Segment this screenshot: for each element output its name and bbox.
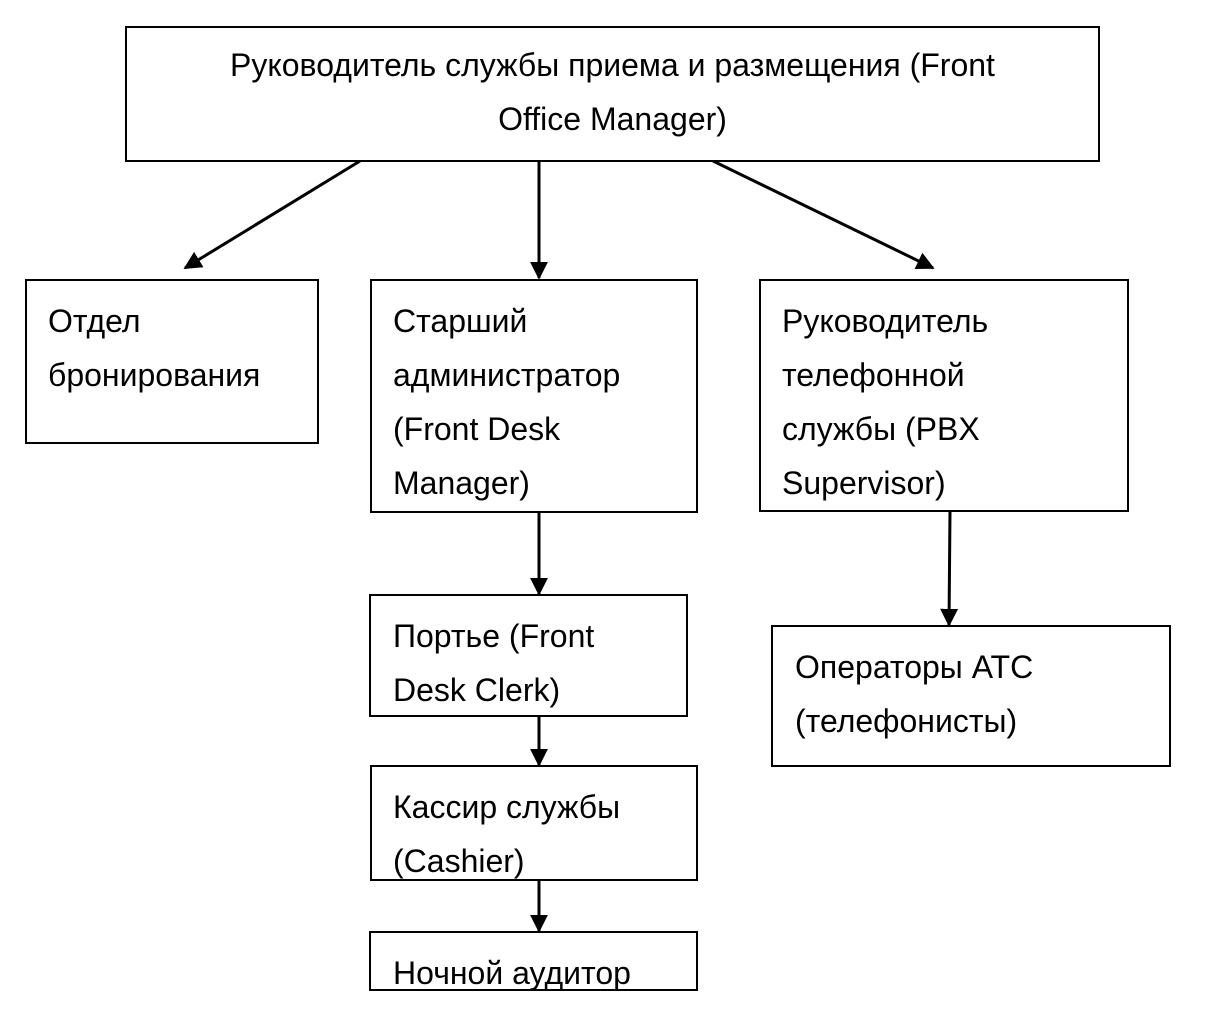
node-front-desk-clerk-label: Портье (Front Desk Clerk) [393,618,595,708]
node-reservations-department: Отдел бронирования [25,279,319,444]
arrow-manager-to-reservations [183,159,361,270]
node-night-auditor: Ночной аудитор [369,931,698,991]
node-front-office-manager: Руководитель службы приема и размещения … [125,26,1100,162]
node-front-desk-clerk: Портье (Front Desk Clerk) [369,594,688,717]
node-night-auditor-label: Ночной аудитор [393,955,631,991]
node-reservations-department-label: Отдел бронирования [48,303,261,393]
node-pbx-supervisor-label: Руководитель телефонной службы (PBX Supe… [782,303,989,501]
arrow-manager-to-pbx-supervisor [712,159,935,270]
node-telephone-operators: Операторы АТС (телефонисты) [771,625,1171,767]
node-telephone-operators-label: Операторы АТС (телефонисты) [795,649,1034,739]
node-front-office-manager-label: Руководитель службы приема и размещения … [230,47,995,137]
node-cashier-label: Кассир службы (Cashier) [393,789,621,879]
node-front-desk-manager: Старший администратор (Front Desk Manage… [370,279,698,513]
arrow-pbx-supervisor-to-operators [940,510,959,627]
node-pbx-supervisor: Руководитель телефонной службы (PBX Supe… [759,279,1129,512]
node-cashier: Кассир службы (Cashier) [370,765,698,881]
node-front-desk-manager-label: Старший администратор (Front Desk Manage… [393,303,621,501]
